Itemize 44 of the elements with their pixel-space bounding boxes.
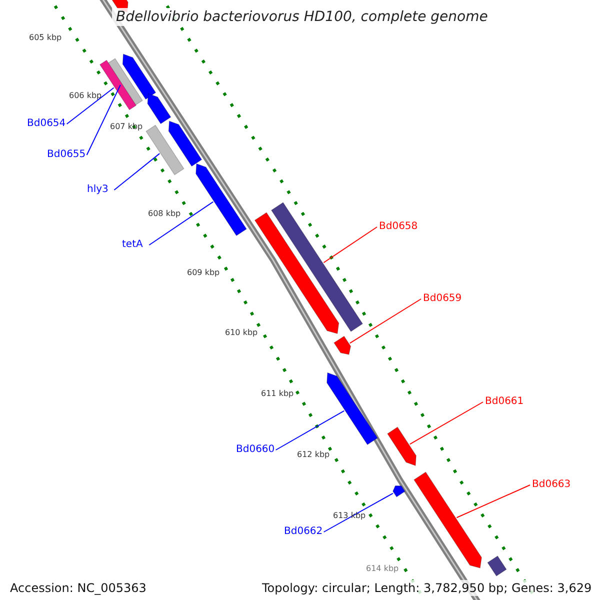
leader-line (114, 153, 160, 190)
gene-label: Bd0661 (485, 396, 524, 408)
gene-feature (270, 202, 364, 332)
tick-label: 610 kbp (225, 328, 258, 338)
gene-feature (326, 372, 378, 446)
gene-label: Bd0659 (423, 293, 462, 305)
leader-line (275, 410, 345, 450)
tick-label: 612 kbp (297, 450, 330, 460)
gene-feature (387, 426, 416, 466)
gene-label: Bd0663 (532, 479, 571, 491)
leader-line (323, 492, 394, 532)
gene-feature (196, 163, 247, 236)
gene-feature (147, 93, 172, 124)
footer-text: Accession: NC_005363 (8, 580, 148, 596)
leader-line (349, 298, 422, 344)
gene-label: Bd0655 (47, 149, 86, 161)
gene-feature (392, 486, 406, 498)
gene-label: Bd0660 (236, 444, 275, 456)
leader-line (409, 402, 484, 445)
gene-label: hly3 (87, 184, 108, 196)
tick-label: 605 kbp (29, 33, 62, 43)
footer-text: Topology: circular; Length: 3,782,950 bp; Genes: 3,629 (260, 580, 594, 596)
tick-label: 606 kbp (69, 91, 102, 101)
leader-line (148, 201, 214, 246)
gene-feature (487, 556, 507, 576)
tick-label: 614 kbp (366, 564, 399, 574)
tick-label: 608 kbp (148, 209, 181, 219)
tick-label: 609 kbp (187, 268, 220, 278)
gene-label: Bd0662 (284, 526, 323, 538)
leader-line (456, 484, 530, 518)
tick-label: 607 kbp (110, 122, 143, 132)
leader-line (86, 84, 121, 156)
gene-label: tetA (122, 239, 143, 251)
gene-feature (146, 124, 184, 176)
tick-label: 613 kbp (333, 511, 366, 521)
gene-feature (168, 120, 202, 167)
gene-feature (122, 54, 156, 100)
gene-feature (414, 472, 482, 568)
gene-feature (334, 336, 352, 355)
gene-label: Bd0658 (379, 221, 418, 233)
leader-line (66, 87, 114, 124)
gene-label: Bd0654 (27, 118, 66, 130)
leader-line (323, 226, 378, 264)
tick-label: 611 kbp (261, 389, 294, 399)
